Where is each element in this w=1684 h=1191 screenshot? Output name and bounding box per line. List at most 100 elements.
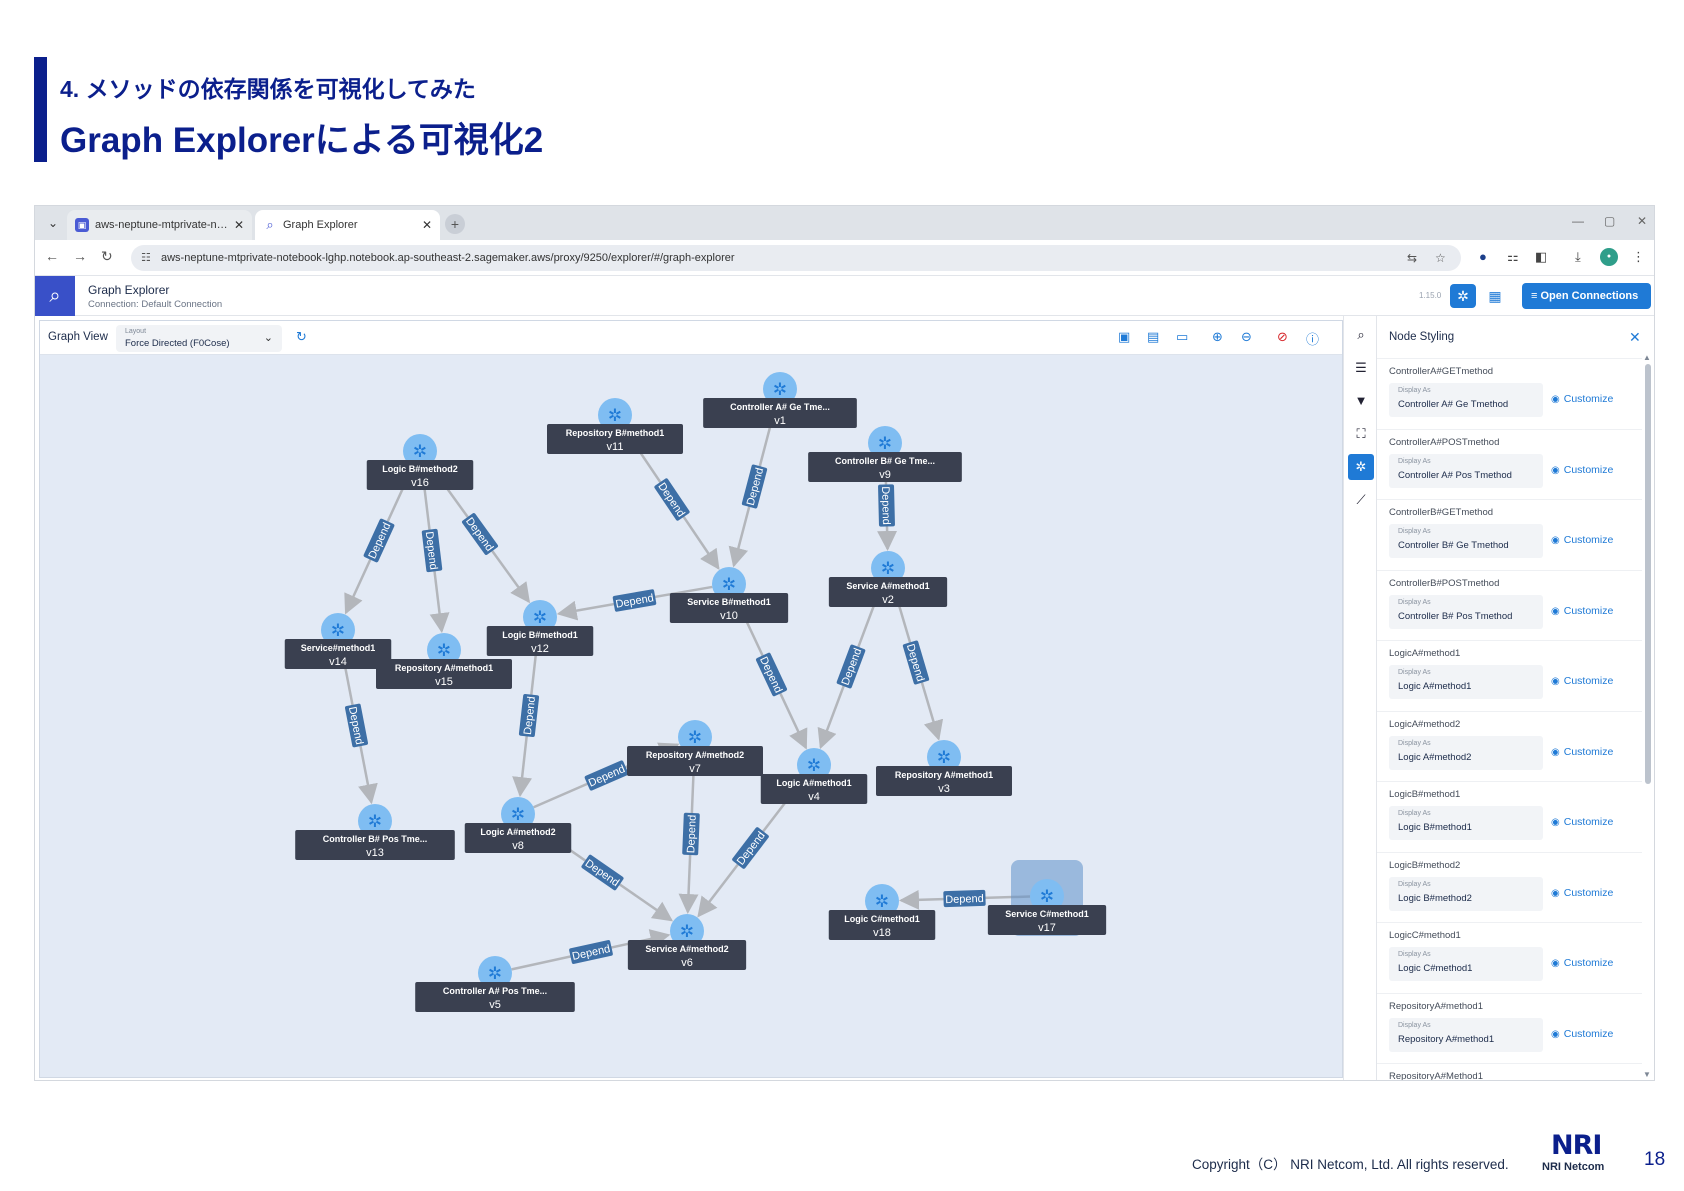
node-circle — [321, 613, 355, 647]
tab-notebook[interactable]: ▣ aws-neptune-mtprivate-notebook ✕ — [67, 210, 252, 240]
graph-node-v9[interactable]: ✲Controller B# Ge Tme...v9 — [808, 426, 962, 482]
export-image-icon[interactable]: ▣ — [1118, 329, 1131, 344]
close-tab-icon[interactable]: ✕ — [421, 218, 432, 232]
table-view-toggle-button[interactable]: ▦ — [1482, 284, 1508, 308]
edge-label: Depend — [612, 589, 657, 612]
open-graph-folder-icon[interactable]: ▭ — [1176, 329, 1189, 344]
node-label-bg — [284, 639, 392, 669]
customize-button[interactable]: ◉Customize — [1551, 957, 1613, 969]
address-bar[interactable]: ☷ aws-neptune-mtprivate-notebook-lghp.no… — [131, 245, 1461, 271]
legend-info-icon[interactable]: ⓘ — [1306, 332, 1320, 347]
site-info-icon[interactable]: ☷ — [141, 252, 151, 264]
node-graph-icon: ✲ — [533, 608, 547, 628]
minimize-icon[interactable]: — — [1572, 214, 1584, 228]
node-circle — [927, 740, 961, 774]
customize-button[interactable]: ◉Customize — [1551, 464, 1613, 476]
filter-icon[interactable]: ▼ — [1354, 393, 1368, 408]
edge-styling-icon[interactable]: ⟋ — [1356, 492, 1366, 507]
node-graph-icon: ✲ — [875, 892, 889, 912]
maximize-icon[interactable]: ▢ — [1604, 214, 1616, 228]
translate-icon[interactable]: ⇆ — [1407, 251, 1418, 265]
refresh-layout-icon[interactable]: ↻ — [296, 329, 307, 344]
browser-menu-icon[interactable]: ⋮ — [1632, 249, 1645, 264]
extension-icon[interactable]: ⚏ — [1507, 249, 1519, 264]
customize-button[interactable]: ◉Customize — [1551, 393, 1613, 405]
zoom-in-icon[interactable]: ⊕ — [1212, 329, 1223, 344]
node-styling-icon[interactable]: ✲ — [1348, 454, 1374, 480]
close-icon[interactable]: ✕ — [1629, 329, 1641, 345]
node-id: v6 — [681, 957, 693, 969]
close-tab-icon[interactable]: ✕ — [233, 218, 244, 232]
customize-button[interactable]: ◉Customize — [1551, 675, 1613, 687]
tab-graph-explorer[interactable]: ⌕ Graph Explorer ✕ — [255, 210, 440, 240]
scroll-up-icon[interactable]: ▲ — [1643, 353, 1651, 362]
layout-select[interactable]: Layout Force Directed (F0Cose) ⌄ — [116, 325, 282, 352]
graph-view-toggle-button[interactable]: ✲ — [1450, 284, 1476, 308]
customize-button[interactable]: ◉Customize — [1551, 534, 1613, 546]
forward-icon[interactable]: → — [73, 248, 87, 264]
expand-node-icon[interactable]: ⛶ — [1356, 426, 1366, 441]
scroll-down-icon[interactable]: ▼ — [1643, 1070, 1651, 1079]
node-type-label: LogicC#method1 — [1389, 930, 1461, 941]
scrollbar-thumb[interactable] — [1645, 364, 1651, 784]
bookmark-star-icon[interactable]: ☆ — [1435, 251, 1446, 265]
node-type-label: LogicA#method1 — [1389, 648, 1461, 659]
graph-node-v5[interactable]: ✲Controller A# Pos Tme...v5 — [415, 956, 575, 1012]
graph-node-v1[interactable]: ✲Controller A# Ge Tme...v1 — [703, 372, 857, 428]
customize-button[interactable]: ◉Customize — [1551, 887, 1613, 899]
back-icon[interactable]: ← — [45, 248, 59, 264]
node-id: v5 — [489, 999, 501, 1011]
window-close-icon[interactable]: ✕ — [1637, 214, 1648, 228]
node-label: Service C#method1 — [1005, 909, 1089, 919]
new-tab-icon[interactable]: + — [445, 214, 465, 234]
customize-button[interactable]: ◉Customize — [1551, 746, 1613, 758]
node-label: Repository A#method1 — [395, 663, 493, 673]
node-type-label: ControllerA#GETmethod — [1389, 366, 1494, 377]
tab-search-chevron-icon[interactable]: ⌄ — [47, 216, 59, 230]
customize-label: Customize — [1563, 393, 1614, 405]
graph-node-v13[interactable]: ✲Controller B# Pos Tme...v13 — [295, 804, 455, 860]
reload-icon[interactable]: ↻ — [101, 248, 113, 264]
extensions-puzzle-icon[interactable]: ◧ — [1535, 249, 1548, 264]
search-icon[interactable]: ⌕ — [1357, 327, 1365, 342]
clear-graph-icon[interactable]: ⊘ — [1277, 329, 1288, 344]
save-graph-icon[interactable]: ▤ — [1147, 329, 1160, 344]
extension-check-icon[interactable]: ● — [1479, 249, 1487, 264]
customize-button[interactable]: ◉Customize — [1551, 1028, 1613, 1040]
customize-button[interactable]: ◉Customize — [1551, 605, 1613, 617]
details-list-icon[interactable]: ☰ — [1355, 360, 1367, 375]
customize-button[interactable]: ◉Customize — [1551, 816, 1613, 828]
node-label-bg — [703, 398, 857, 428]
zoom-out-icon[interactable]: ⊖ — [1241, 329, 1252, 344]
profile-avatar[interactable]: ● — [1600, 248, 1618, 266]
open-connections-button[interactable]: ≡ Open Connections — [1522, 283, 1651, 309]
download-icon[interactable]: ⤓ — [1575, 249, 1581, 264]
